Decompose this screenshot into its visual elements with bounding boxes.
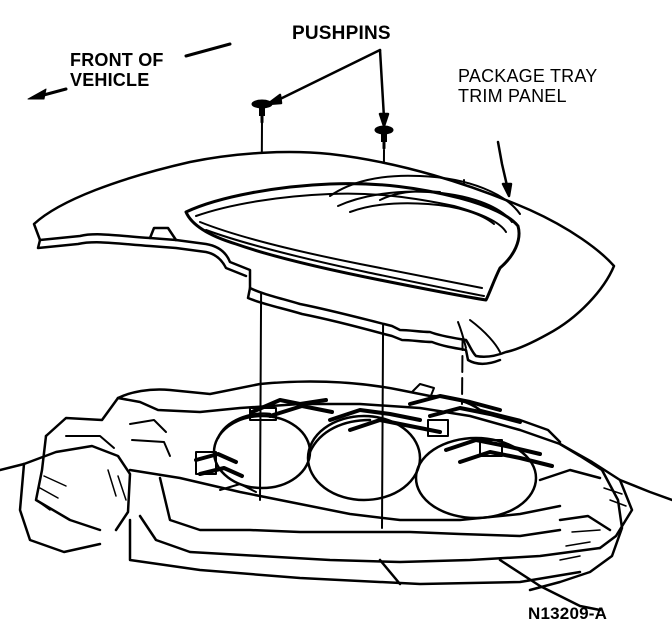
- shading-marks: [36, 470, 626, 560]
- figure-code: N13209-A: [528, 604, 608, 623]
- pushpins-label: PUSHPINS: [292, 23, 391, 44]
- bracket-details: [66, 384, 503, 492]
- package-tray-trim-panel: [34, 152, 614, 364]
- speaker-openings: [214, 414, 536, 518]
- pushpin-icon: [375, 126, 393, 148]
- front-of-vehicle-line-2: VEHICLE: [70, 70, 150, 90]
- front-of-vehicle-label: FRONT OF VEHICLE: [70, 50, 164, 90]
- package-tray-label-line-1: PACKAGE TRAY: [458, 66, 598, 86]
- package-tray-label-line-2: TRIM PANEL: [458, 86, 567, 106]
- front-of-vehicle-line-1: FRONT OF: [70, 50, 164, 70]
- direction-arrow-icon: [28, 44, 230, 99]
- package-tray-trim-panel-label: PACKAGE TRAY TRIM PANEL: [458, 66, 597, 106]
- support-brackets: [196, 396, 552, 476]
- trim-panel-leader-line: [498, 142, 511, 196]
- pushpin-leader-lines: [268, 50, 388, 126]
- pushpin-icon: [252, 100, 272, 122]
